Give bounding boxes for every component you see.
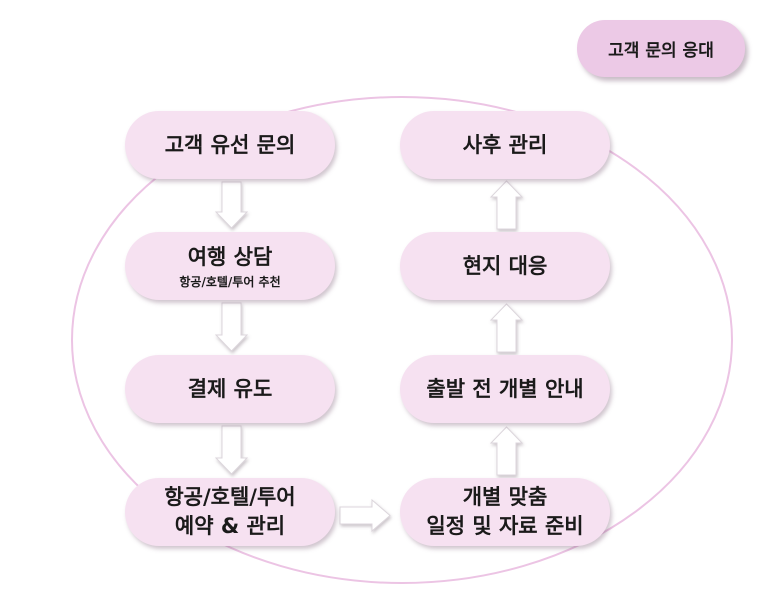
arrow-down-1 [214, 181, 249, 229]
arrow-up-1 [489, 426, 524, 476]
cycle-ring [71, 96, 733, 584]
arrow-down-3 [214, 425, 249, 475]
arrow-right [339, 498, 391, 533]
node-predeparture-guide: 출발 전 개별 안내 [400, 355, 610, 423]
node-payment: 결제 유도 [125, 355, 335, 423]
node-aftercare: 사후 관리 [400, 111, 610, 179]
arrow-up-3 [489, 180, 524, 230]
badge-customer-inquiry: 고객 문의 응대 [577, 20, 745, 77]
arrow-up-2 [489, 303, 524, 353]
node-label: 개별 맞춤 [462, 485, 548, 509]
node-custom-itinerary: 개별 맞춤 일정 및 자료 준비 [400, 478, 610, 546]
node-label: 현지 대응 [462, 253, 548, 278]
node-travel-consult: 여행 상담 항공/호텔/투어 추천 [125, 232, 335, 300]
node-label: 사후 관리 [462, 132, 548, 157]
node-label: 항공/호텔/투어 [164, 485, 296, 509]
node-phone-inquiry: 고객 유선 문의 [125, 111, 335, 179]
node-label: 출발 전 개별 안내 [426, 376, 584, 401]
badge-label: 고객 문의 응대 [608, 41, 714, 61]
arrow-down-2 [214, 302, 249, 352]
node-label: 고객 유선 문의 [164, 132, 296, 157]
node-label: 결제 유도 [187, 376, 273, 401]
node-label: 여행 상담 [187, 244, 273, 269]
node-local-support: 현지 대응 [400, 232, 610, 300]
node-sublabel: 항공/호텔/투어 추천 [179, 274, 281, 289]
node-booking: 항공/호텔/투어 예약 & 관리 [125, 478, 335, 546]
node-label-line2: 일정 및 자료 준비 [426, 514, 584, 538]
node-label-line2: 예약 & 관리 [174, 514, 286, 538]
